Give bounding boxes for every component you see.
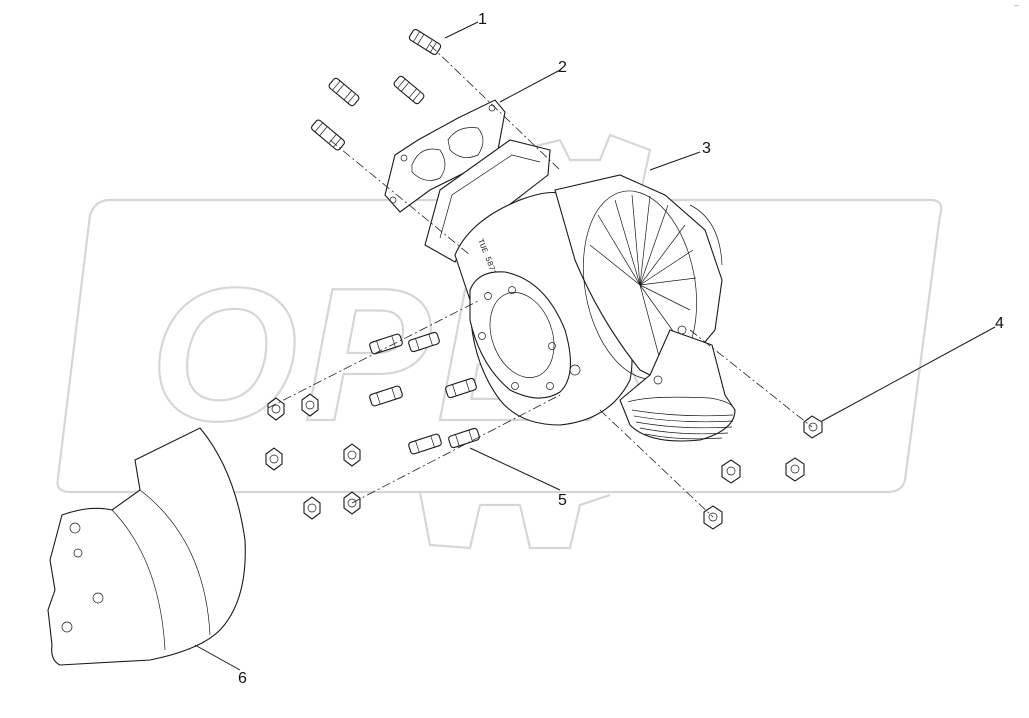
stud-mid-6 xyxy=(448,427,480,449)
stud-top-4 xyxy=(311,119,345,151)
stud-mid-2 xyxy=(408,331,440,353)
assembly-axes xyxy=(267,44,813,518)
stud-mid-3 xyxy=(369,385,403,407)
stud-top-2 xyxy=(328,77,360,107)
corner-mark: – xyxy=(1014,0,1019,10)
nut-10 xyxy=(703,505,723,530)
nut-3 xyxy=(265,447,283,471)
heat-shield xyxy=(47,427,246,666)
nut-1 xyxy=(267,397,285,421)
nut-9 xyxy=(785,457,805,482)
stud-top-3 xyxy=(393,75,425,105)
leader-lines xyxy=(194,21,996,671)
nut-2 xyxy=(301,393,319,417)
nut-4 xyxy=(343,443,361,467)
callout-5: 5 xyxy=(558,492,567,509)
gasket xyxy=(384,99,506,213)
turbocharger: TUE 5871 60 xyxy=(424,139,736,442)
callout-2: 2 xyxy=(558,59,567,76)
stud-top-1 xyxy=(408,29,442,55)
stud-mid-4 xyxy=(445,377,477,399)
callout-4: 4 xyxy=(995,315,1004,332)
nut-5 xyxy=(303,496,321,520)
stud-mid-5 xyxy=(408,433,442,455)
callout-3: 3 xyxy=(702,140,711,157)
callout-1: 1 xyxy=(478,11,487,28)
stud-mid-1 xyxy=(369,333,403,355)
nut-7 xyxy=(803,415,823,439)
nut-8 xyxy=(721,459,741,484)
callout-6: 6 xyxy=(238,670,247,687)
